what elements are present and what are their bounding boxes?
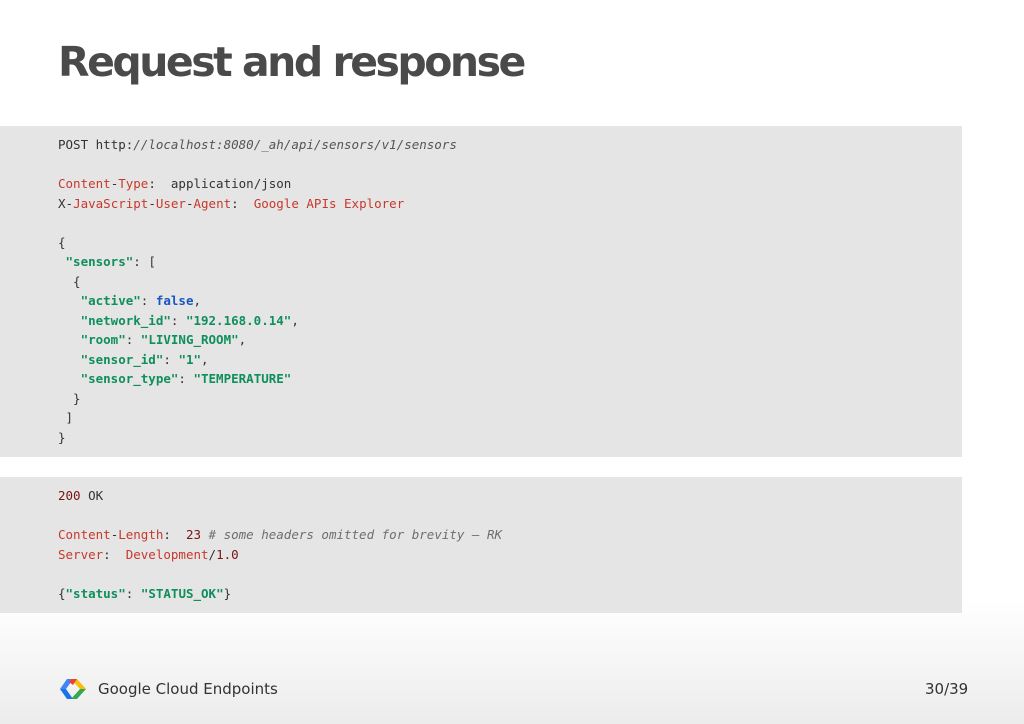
header-key-part: User [155, 195, 186, 211]
google-cloud-logo-icon [60, 679, 86, 699]
header-key-part: JavaScript [73, 195, 149, 211]
header-key-part: Length [118, 527, 164, 542]
blank-line [58, 564, 962, 584]
page-number: 30/39 [925, 680, 969, 698]
slide-title: Request and response [58, 38, 526, 86]
json-value: "1" [178, 351, 202, 367]
response-code-block: 200 OK Content-Length: 23 # some headers… [0, 477, 962, 613]
blank-line [58, 506, 962, 526]
json-line: } [58, 429, 66, 445]
header-x-javascript-user-agent: X-JavaScript-User-Agent: Google APIs Exp… [58, 195, 405, 211]
json-value: false [155, 293, 194, 308]
header-key-part: X [58, 195, 66, 211]
json-key: "sensor_type" [80, 371, 179, 386]
json-value: "TEMPERATURE" [193, 371, 292, 386]
json-line: "sensors": [ [65, 254, 156, 269]
json-line: { [58, 234, 66, 250]
json-key: "active" [80, 293, 141, 308]
header-value: 23 [185, 527, 202, 542]
json-line: "sensor_id": "1", [80, 351, 209, 367]
blank-line [58, 155, 962, 175]
status-text: OK [88, 488, 104, 503]
json-key: "sensor_id" [80, 351, 164, 367]
json-line: "sensor_type": "TEMPERATURE" [80, 371, 292, 386]
code-comment: # some headers omitted for brevity — RK [208, 527, 503, 542]
header-key: Server [58, 546, 104, 562]
header-content-length: Content-Length: 23 # some headers omitte… [58, 527, 503, 542]
status-code: 200 [58, 488, 81, 503]
json-line: {"status": "STATUS_OK"} [58, 585, 232, 601]
server-name: Development [125, 546, 209, 562]
json-key: "sensors" [65, 254, 134, 269]
json-line: ] [58, 410, 74, 425]
header-key-part: Content [58, 527, 111, 542]
header-content-type: Content-Type: application/json [58, 176, 292, 191]
json-line: "active": false, [80, 293, 202, 308]
header-value: application/json [170, 176, 292, 191]
url-scheme: http: [95, 137, 134, 152]
json-key: "status" [65, 585, 126, 601]
json-value: "STATUS_OK" [140, 585, 224, 601]
header-key-part: Agent [193, 195, 232, 211]
json-key: "room" [80, 332, 126, 347]
request-code-block: POST http://localhost:8080/_ah/api/senso… [0, 126, 962, 457]
footer-label: Google Cloud Endpoints [98, 680, 278, 698]
json-line: "room": "LIVING_ROOM", [80, 332, 247, 347]
url-path: //localhost:8080/_ah/api/sensors/v1/sens… [133, 137, 457, 152]
http-method: POST [58, 137, 89, 152]
json-value: "192.168.0.14" [185, 312, 292, 328]
json-line: } [58, 390, 81, 406]
header-value: Google APIs Explorer [253, 195, 405, 211]
request-line: POST http://localhost:8080/_ah/api/senso… [58, 135, 962, 155]
status-line: 200 OK [58, 486, 962, 506]
json-value: "LIVING_ROOM" [140, 332, 239, 347]
server-version: 1.0 [216, 546, 239, 562]
json-key: "network_id" [80, 312, 171, 328]
json-line: { [58, 273, 81, 289]
header-server: Server: Development/1.0 [58, 546, 239, 562]
json-line: "network_id": "192.168.0.14", [80, 312, 299, 328]
blank-line [58, 213, 962, 233]
header-key-part: Type [118, 176, 149, 191]
header-key-part: Content [58, 176, 111, 191]
